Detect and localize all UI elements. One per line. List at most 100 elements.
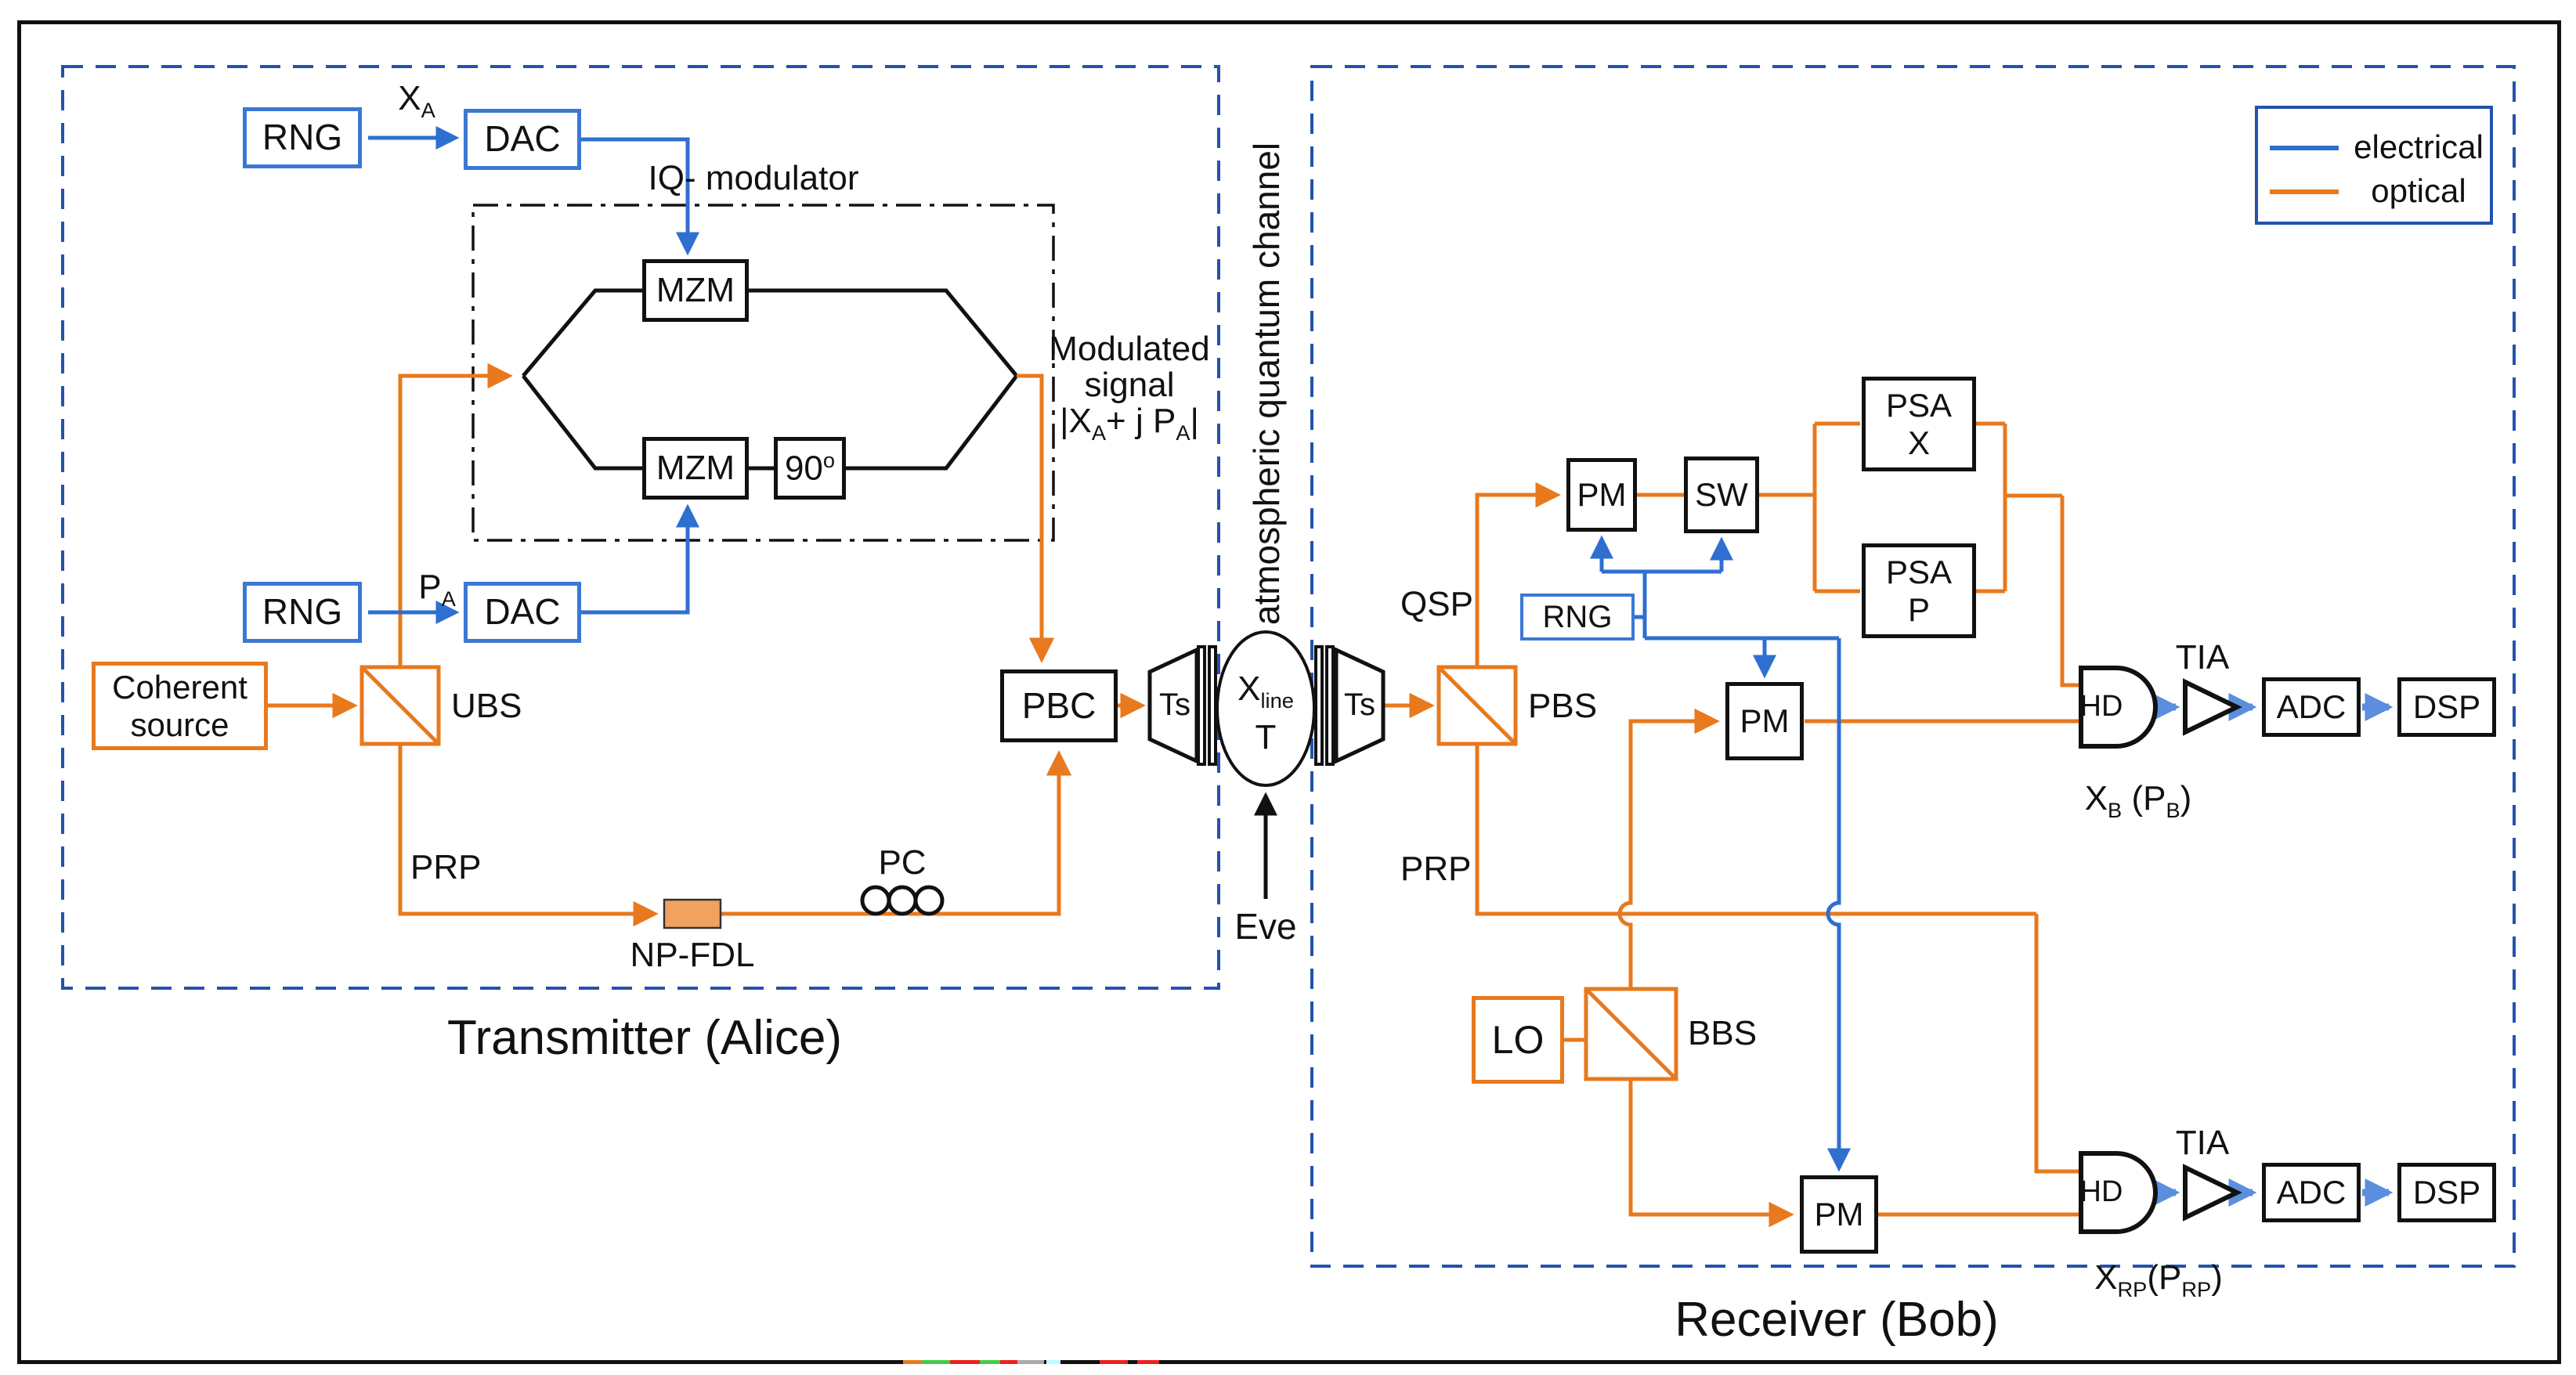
- arrow-dac2-to-mzm2: [581, 503, 699, 615]
- outer-frame: [17, 20, 2561, 1364]
- channel-vertical-label: atmospheric quantum channel: [1246, 142, 1287, 626]
- bob-title: Receiver (Bob): [1675, 1293, 1999, 1347]
- arrow-iq-to-pbc: [1017, 374, 1055, 663]
- channel-t-label: T: [1255, 718, 1277, 756]
- xline-label: Xline: [1237, 669, 1294, 713]
- pbc-label: PBC: [1021, 684, 1097, 726]
- npfdl-label: NP-FDL: [630, 936, 755, 974]
- arrow-ubs-to-iq: [398, 363, 513, 666]
- ts-alice-label: Ts: [1159, 688, 1190, 722]
- legend-optical-label: optical: [2371, 172, 2466, 209]
- bbs-icon: [1584, 987, 1678, 1081]
- hd1-label: HD: [2079, 690, 2123, 723]
- xrp-output-label: XRP(PRP): [2094, 1258, 2223, 1301]
- adc1-box: ADC: [2262, 677, 2361, 737]
- pm2-label: PM: [1740, 702, 1790, 740]
- pbc-box: PBC: [1000, 669, 1118, 742]
- electrical-wires: [1602, 569, 1839, 641]
- rng3-label: RNG: [1542, 599, 1613, 634]
- legend-electrical-label: electrical: [2354, 128, 2484, 165]
- pbs-label: PBS: [1528, 687, 1598, 725]
- lo-label: LO: [1491, 1018, 1545, 1062]
- tia2-label: TIA: [2175, 1124, 2230, 1162]
- ubs-label: UBS: [451, 687, 522, 725]
- phase-90-box: 90o: [774, 437, 846, 500]
- pm3-box: PM: [1800, 1175, 1878, 1254]
- pc-label: PC: [878, 843, 927, 882]
- mzm1-box: MZM: [642, 259, 749, 322]
- npfdl-icon: [663, 898, 722, 929]
- adc2-label: ADC: [2276, 1174, 2347, 1211]
- telescope-alice-icon: [1147, 645, 1217, 766]
- alice-title: Transmitter (Alice): [446, 1011, 843, 1065]
- bob-dashed-box: [1310, 65, 2516, 1268]
- rng1-label: RNG: [262, 117, 343, 158]
- ts-bob-label: Ts: [1344, 688, 1375, 722]
- eve-label: Eve: [1234, 906, 1297, 947]
- iq-modulator-title: IQ- modulator: [648, 159, 859, 197]
- modulated-signal-line2: signal: [1084, 366, 1175, 404]
- psa-x-line1: PSA: [1885, 387, 1953, 424]
- psa-x-line2: X: [1907, 424, 1930, 461]
- tia1-icon: [2183, 678, 2242, 736]
- telescope-bob-icon: [1314, 645, 1386, 766]
- arrow-rng-to-pm3: [1826, 638, 1851, 1172]
- dsp2-label: DSP: [2412, 1174, 2481, 1211]
- sw-label: SW: [1695, 476, 1748, 514]
- psa-p-box: PSA P: [1862, 543, 1976, 638]
- pc-icon: [860, 885, 945, 916]
- coherent-source-box: Coherent source: [92, 662, 268, 750]
- rng1-box: RNG: [243, 107, 362, 168]
- pm2-box: PM: [1725, 682, 1804, 760]
- xb-output-label: XB (PB): [2084, 779, 2192, 822]
- dsp2-box: DSP: [2397, 1163, 2496, 1222]
- arrow-pc-to-pbc: [721, 750, 1072, 916]
- tia1-label: TIA: [2175, 638, 2230, 677]
- legend-box: [2255, 106, 2493, 225]
- dsp1-label: DSP: [2412, 688, 2481, 726]
- coherent-source-line2: source: [130, 706, 229, 743]
- mzm2-label: MZM: [656, 449, 735, 488]
- hd2-label: HD: [2079, 1175, 2123, 1208]
- pm3-label: PM: [1814, 1196, 1864, 1233]
- rng2-label: RNG: [262, 591, 343, 633]
- alice-dashed-box: [61, 65, 1220, 990]
- bbs-label: BBS: [1688, 1014, 1758, 1052]
- iq-modulator-dashdot-box: [471, 204, 1055, 542]
- qsp-label: QSP: [1400, 585, 1473, 623]
- hd2-icon: [2079, 1151, 2158, 1234]
- channel-ellipse: [1216, 630, 1316, 787]
- phase-90-label: 90o: [784, 448, 836, 488]
- dsp1-box: DSP: [2397, 677, 2496, 737]
- adc2-box: ADC: [2262, 1163, 2361, 1222]
- mzm1-label: MZM: [656, 271, 735, 310]
- lo-box: LO: [1472, 996, 1564, 1084]
- modulated-signal-formula: |XA+ j PA|: [1060, 402, 1199, 445]
- arrow-prp-to-npfdl: [398, 744, 659, 927]
- psa-x-box: PSA X: [1862, 377, 1976, 471]
- rng2-box: RNG: [243, 582, 362, 643]
- rng3-box: RNG: [1520, 594, 1635, 641]
- arrow-bbs-to-pm3: [1628, 1079, 1794, 1228]
- modulated-signal-line1: Modulated: [1049, 330, 1210, 368]
- xa-signal-label: XA: [398, 79, 435, 122]
- pbs-icon: [1436, 665, 1518, 746]
- mzm2-box: MZM: [642, 437, 749, 500]
- dac1-label: DAC: [484, 118, 561, 160]
- arrow-bbs-to-pm2: [1617, 708, 1720, 989]
- pm1-box: PM: [1566, 458, 1637, 532]
- scan-artifacts: [903, 1360, 1159, 1364]
- optical-wires: [1475, 421, 2079, 1217]
- prp-alice-label: PRP: [410, 848, 482, 886]
- psa-p-line2: P: [1907, 590, 1930, 628]
- adc1-label: ADC: [2276, 688, 2347, 726]
- arrow-dac1-to-mzm1: [581, 137, 699, 256]
- psa-p-line1: PSA: [1885, 554, 1953, 591]
- pa-signal-label: PA: [418, 568, 456, 611]
- prp-bob-label: PRP: [1400, 850, 1472, 888]
- hd1-icon: [2079, 666, 2158, 749]
- dac2-box: DAC: [464, 582, 581, 643]
- tia2-icon: [2183, 1164, 2242, 1222]
